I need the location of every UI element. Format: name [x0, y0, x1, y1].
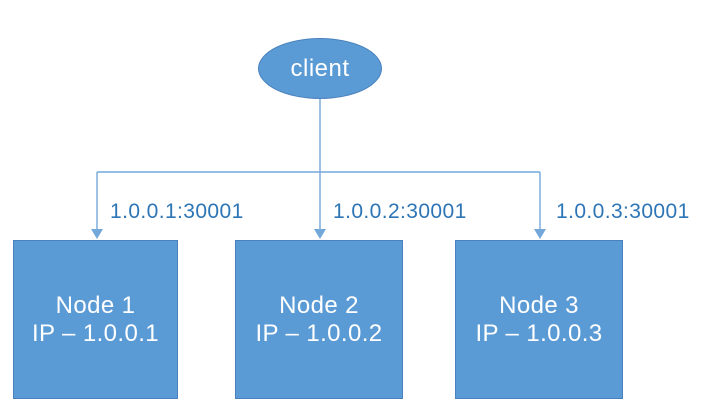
arrowhead-node2 — [314, 229, 326, 239]
client-node-label: client — [290, 54, 350, 82]
edge-label-node1: 1.0.0.1:30001 — [110, 200, 244, 223]
node-ip: IP – 1.0.0.3 — [475, 319, 603, 347]
node-ip: IP – 1.0.0.1 — [31, 319, 160, 347]
arrowhead-node3 — [534, 229, 546, 239]
client-node: client — [258, 38, 382, 99]
node-title: Node 3 — [499, 292, 579, 320]
node-ip: IP – 1.0.0.2 — [255, 319, 383, 347]
node-title: Node 1 — [55, 292, 136, 320]
arrowhead-node1 — [91, 229, 103, 239]
node-title: Node 2 — [279, 292, 359, 320]
node-box-3: Node 3 IP – 1.0.0.3 — [455, 240, 623, 399]
node-box-1: Node 1 IP – 1.0.0.1 — [13, 240, 178, 399]
node-box-2: Node 2 IP – 1.0.0.2 — [235, 240, 403, 399]
edge-label-node3: 1.0.0.3:30001 — [556, 200, 690, 223]
edge-label-node2: 1.0.0.2:30001 — [333, 200, 467, 223]
